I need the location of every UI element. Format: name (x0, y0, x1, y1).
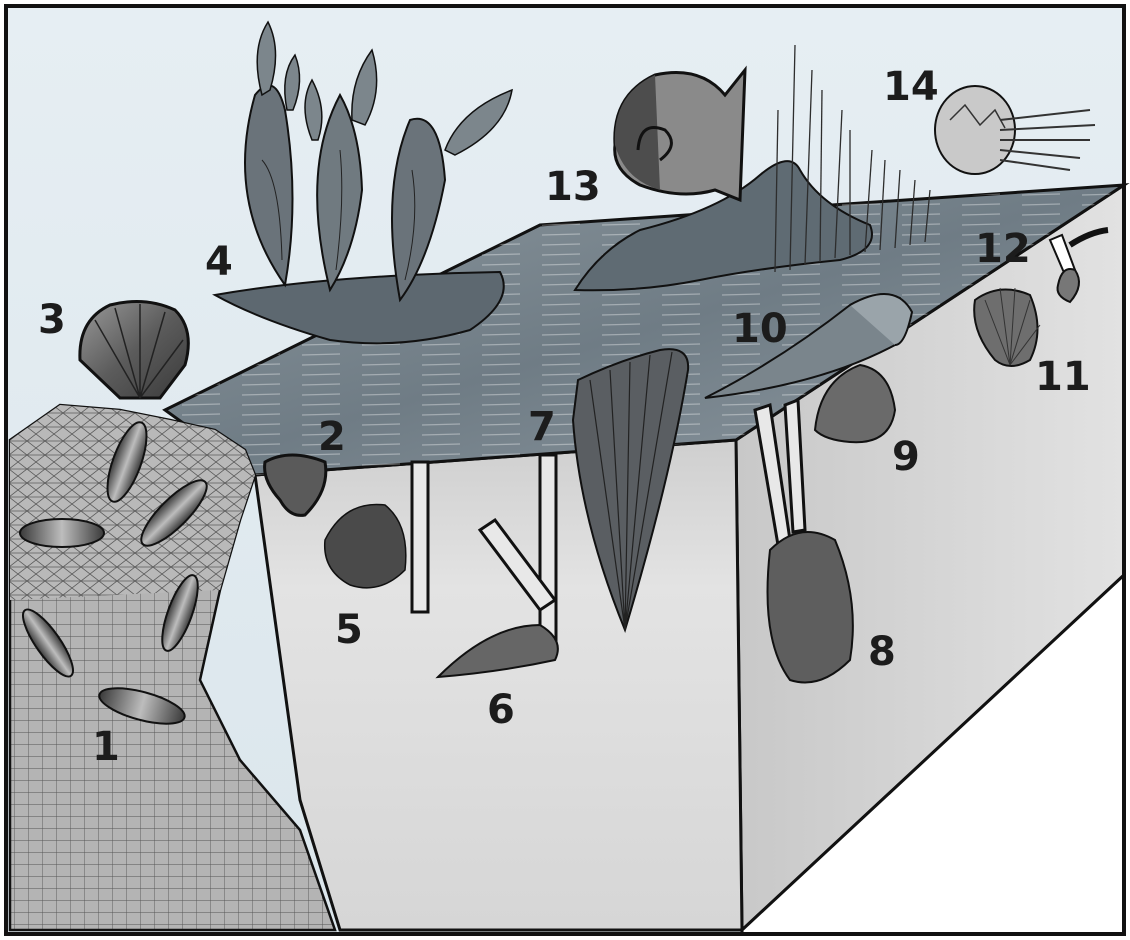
label-6: 6 (487, 687, 515, 733)
label-2: 2 (318, 414, 346, 460)
label-4: 4 (205, 239, 233, 285)
label-14: 14 (883, 64, 939, 110)
sediment-front-face (255, 440, 742, 930)
label-9: 9 (892, 434, 920, 480)
label-12: 12 (975, 226, 1031, 272)
label-8: 8 (868, 629, 896, 675)
label-10: 10 (732, 306, 788, 352)
label-5: 5 (335, 607, 363, 653)
label-11: 11 (1035, 354, 1091, 400)
label-1: 1 (92, 724, 120, 770)
label-7: 7 (528, 404, 556, 450)
label-13: 13 (545, 164, 601, 210)
burrow-tube-5 (412, 462, 428, 612)
label-3: 3 (38, 297, 66, 343)
